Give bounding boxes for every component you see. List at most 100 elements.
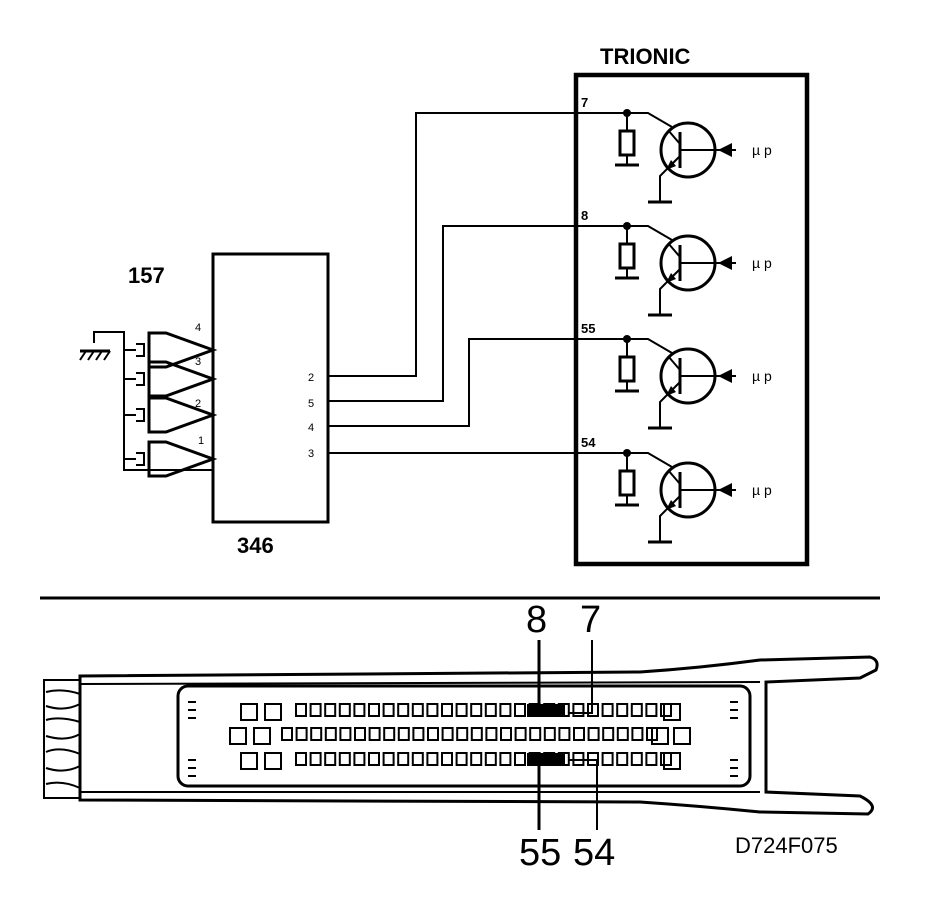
wire-pin-7 bbox=[328, 112, 576, 377]
connector-pin-cell bbox=[660, 752, 672, 766]
connector-pin-cell bbox=[573, 727, 585, 741]
connector-pin-cell bbox=[587, 727, 600, 741]
connector-pin-cell bbox=[572, 703, 585, 717]
connector-pin-cell bbox=[630, 703, 643, 717]
connector-large-pin bbox=[651, 727, 669, 745]
trionic-title: TRIONIC bbox=[600, 44, 691, 69]
connector-pin-cell bbox=[441, 703, 453, 717]
connector-pin-cell bbox=[295, 752, 307, 766]
transistor-icon bbox=[648, 234, 736, 317]
connector-pin-cell bbox=[338, 752, 351, 766]
cassette-box bbox=[211, 252, 330, 524]
connector-pin-cell bbox=[660, 703, 672, 717]
ecu-connector bbox=[43, 640, 879, 830]
connector-pin-cell bbox=[558, 727, 571, 741]
wire-pin-55 bbox=[328, 338, 576, 427]
connector-pin-cell bbox=[353, 703, 366, 717]
connector-pin-cell bbox=[645, 703, 658, 717]
connector-pin-cell bbox=[499, 703, 512, 717]
coil-number: 1 bbox=[198, 435, 204, 447]
channel-pin-label: 55 bbox=[581, 321, 595, 336]
connector-pin-cell bbox=[456, 727, 469, 741]
transistor-icon bbox=[648, 347, 736, 430]
connector-pin-cell bbox=[411, 703, 424, 717]
connector-pin-label: 55 bbox=[519, 832, 561, 874]
coil-number: 3 bbox=[195, 356, 201, 368]
transistor-icon bbox=[648, 121, 736, 204]
connector-large-pin bbox=[253, 727, 271, 745]
connector-pin-cell bbox=[630, 752, 643, 766]
connector-pin-cell bbox=[382, 752, 395, 766]
connector-face bbox=[176, 684, 752, 788]
connector-pin-cell bbox=[631, 727, 644, 741]
transistor-channels: 7µ p 8 µ p 55 µ p 54 µ p bbox=[576, 95, 772, 544]
connector-pin-cell bbox=[484, 703, 497, 717]
connector-ribs bbox=[188, 701, 738, 777]
mu-p-label: µ p bbox=[752, 142, 772, 158]
connector-large-pin bbox=[240, 703, 258, 721]
connector-pin-cell bbox=[500, 727, 512, 741]
connector-pin-cell bbox=[324, 703, 337, 717]
connector-pin-label: 7 bbox=[580, 599, 601, 641]
connector-pin-cell bbox=[412, 727, 425, 741]
leader-pin-7 bbox=[568, 640, 593, 714]
connector-large-pin bbox=[240, 752, 258, 770]
connector-pin-cell bbox=[383, 727, 396, 741]
connector-pin-cell bbox=[485, 727, 498, 741]
connector-pin-label: 54 bbox=[573, 832, 615, 874]
connector-pin-cell bbox=[368, 727, 381, 741]
wire-pin-8 bbox=[328, 225, 576, 402]
connector-pin-cell bbox=[353, 752, 366, 766]
connector-pin-cell bbox=[339, 727, 352, 741]
connector-pin-cell bbox=[601, 752, 614, 766]
connector-pin-cell bbox=[499, 752, 512, 766]
connector-pin-cell bbox=[295, 727, 308, 741]
transistor-channel: 7µ p bbox=[576, 95, 772, 204]
connector-pin-cell bbox=[616, 752, 629, 766]
connector-pin-cell bbox=[514, 752, 526, 766]
connector-pin-cell bbox=[484, 752, 497, 766]
transistor-channel: 55 µ p bbox=[576, 321, 772, 430]
connector-pin-cell bbox=[324, 752, 337, 766]
connector-large-pin bbox=[663, 703, 681, 721]
connector-large-pin bbox=[663, 752, 681, 770]
cassette-pin-label: 2 bbox=[308, 372, 314, 384]
resistor-icon bbox=[615, 113, 639, 167]
connector-pin-cell bbox=[601, 703, 614, 717]
connector-pin-cell bbox=[455, 703, 468, 717]
connector-pin-cell bbox=[426, 703, 439, 717]
connector-pin-cell bbox=[411, 752, 424, 766]
connector-pin-cell bbox=[324, 727, 337, 741]
figure-code: D724F075 bbox=[735, 833, 838, 858]
resistor-icon bbox=[615, 226, 639, 280]
coil-number: 4 bbox=[195, 322, 201, 334]
connector-pin-cell bbox=[310, 727, 323, 741]
cassette-label: 346 bbox=[237, 533, 274, 558]
connector-pin-cell bbox=[397, 752, 410, 766]
connector-pin-cell bbox=[309, 703, 322, 717]
channel-pin-label: 54 bbox=[581, 435, 596, 450]
connector-pin-cell bbox=[616, 703, 629, 717]
connector-pin-cell bbox=[338, 703, 351, 717]
connector-pin-cell bbox=[543, 727, 556, 741]
channel-pin-label: 8 bbox=[581, 208, 588, 223]
connector-pin-cell bbox=[470, 727, 483, 741]
connector-pin-cell bbox=[514, 703, 526, 717]
connector-large-pin bbox=[264, 703, 282, 721]
ignition-label: 157 bbox=[128, 263, 165, 288]
cassette-pin-label: 5 bbox=[308, 398, 314, 410]
mu-p-label: µ p bbox=[752, 368, 772, 384]
connector-pin-cell bbox=[616, 727, 629, 741]
connector-pin-cell bbox=[397, 703, 410, 717]
mu-p-label: µ p bbox=[752, 482, 772, 498]
coil-spark-plug-icon bbox=[123, 432, 218, 478]
resistor-icon bbox=[615, 339, 639, 393]
connector-pin-cell bbox=[426, 752, 439, 766]
connector-pin-cell bbox=[281, 727, 293, 741]
connector-pin-label: 8 bbox=[526, 599, 547, 641]
connector-pin-cell bbox=[354, 727, 366, 741]
connector-large-pin bbox=[673, 727, 691, 745]
connector-pin-cell bbox=[382, 703, 395, 717]
